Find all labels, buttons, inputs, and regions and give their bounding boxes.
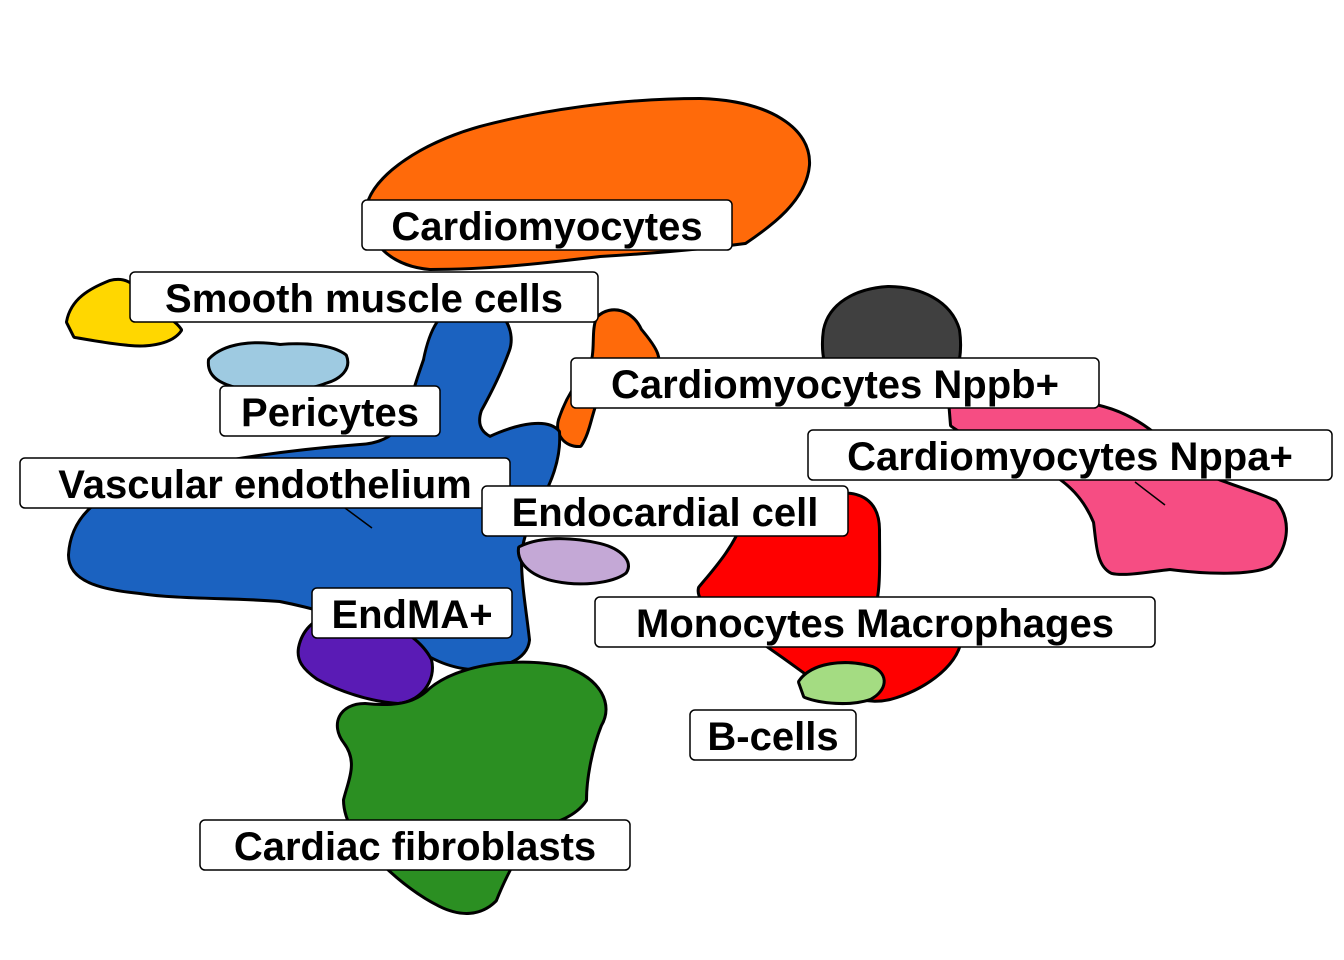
svg-text:EndMA+: EndMA+ — [331, 593, 492, 637]
leader-line-cardiomyocytes-nppa — [1134, 481, 1166, 506]
svg-text:Vascular endothelium: Vascular endothelium — [58, 463, 471, 507]
svg-text:Pericytes: Pericytes — [241, 391, 419, 435]
cluster-blob-cardiomyocytes-nppa — [947, 391, 1288, 576]
label-leader-lines — [344, 481, 1166, 529]
cluster-label-cardiomyocytes-nppa: Cardiomyocytes Nppa+ — [807, 429, 1333, 481]
svg-text:Cardiomyocytes: Cardiomyocytes — [391, 205, 702, 249]
cluster-labels: Cardiomyocytes Smooth muscle cells Peric… — [19, 199, 1333, 871]
svg-text:Cardiac fibroblasts: Cardiac fibroblasts — [234, 825, 596, 869]
svg-text:Cardiomyocytes Nppb+: Cardiomyocytes Nppb+ — [611, 363, 1059, 407]
svg-text:Cardiomyocytes Nppa+: Cardiomyocytes Nppa+ — [847, 435, 1293, 479]
cluster-label-monocytes-macrophages: Monocytes Macrophages — [594, 596, 1156, 648]
cluster-label-b-cells: B-cells — [689, 709, 857, 761]
cluster-label-cardiac-fibroblasts: Cardiac fibroblasts — [199, 819, 631, 871]
svg-text:Endocardial cell: Endocardial cell — [512, 491, 819, 535]
cluster-label-pericytes: Pericytes — [219, 385, 441, 437]
cluster-label-endma: EndMA+ — [311, 587, 513, 639]
svg-text:Smooth muscle cells: Smooth muscle cells — [165, 277, 563, 321]
cluster-blob-pericytes — [206, 341, 350, 393]
cluster-label-vascular-endothelium: Vascular endothelium — [19, 457, 511, 509]
cluster-blob-b-cells — [797, 661, 886, 706]
cluster-label-endocardial-cell: Endocardial cell — [481, 485, 849, 537]
svg-text:B-cells: B-cells — [707, 715, 838, 759]
cluster-blob-endocardial-cell — [516, 537, 630, 586]
cluster-label-smooth-muscle-cells: Smooth muscle cells — [129, 271, 599, 323]
cluster-label-cardiomyocytes-nppb: Cardiomyocytes Nppb+ — [570, 357, 1100, 409]
cluster-label-cardiomyocytes: Cardiomyocytes — [361, 199, 733, 251]
svg-text:Monocytes Macrophages: Monocytes Macrophages — [636, 602, 1114, 646]
leader-line-vascular-endothelium — [344, 507, 373, 529]
